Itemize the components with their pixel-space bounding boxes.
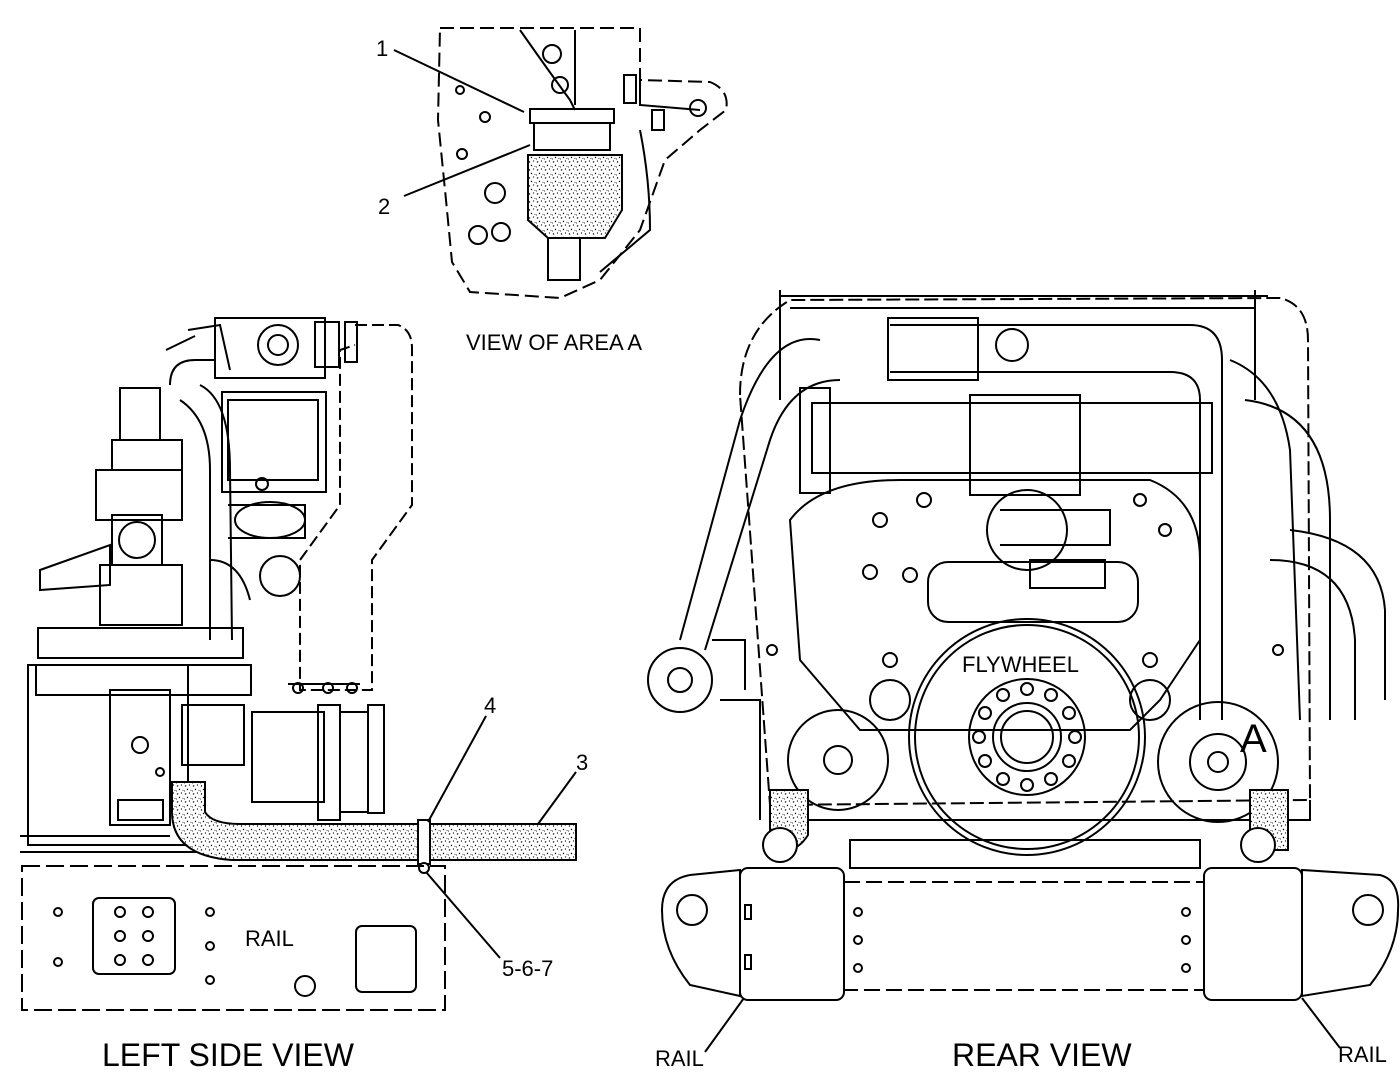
callout-3: 3 — [576, 750, 588, 775]
view-of-area-a-label: VIEW OF AREA A — [466, 330, 642, 355]
left-rail — [21, 865, 446, 1011]
rear-hose-end-right — [1240, 827, 1276, 863]
callout-1-leader — [393, 49, 525, 113]
left-exhaust-hose — [171, 781, 577, 861]
callout-1: 1 — [376, 36, 388, 61]
callout-567-leader — [425, 871, 501, 959]
clamp-bolt-left — [418, 862, 430, 874]
rail-label-left-side: RAIL — [245, 926, 294, 951]
callout-4: 4 — [484, 693, 496, 718]
callout-4-leader — [427, 715, 487, 823]
flywheel — [908, 618, 1146, 856]
rear-hose-end-left — [762, 827, 798, 863]
callout-3-leader — [537, 771, 577, 825]
rail-label-rear-right: RAIL — [1338, 1042, 1387, 1067]
detail-view-area-a — [436, 27, 728, 300]
rear-view-engine — [647, 290, 1386, 869]
rear-rail — [660, 867, 1400, 1001]
hose-clamp-left — [417, 819, 431, 865]
rail-leader-rear-left — [704, 997, 745, 1053]
callout-5-6-7: 5-6-7 — [502, 956, 553, 981]
rear-view-caption: REAR VIEW — [952, 1037, 1132, 1073]
area-a-seal-pad — [527, 154, 623, 239]
callout-2: 2 — [378, 194, 390, 219]
rail-label-rear-left: RAIL — [655, 1046, 704, 1071]
rail-leader-rear-right — [1301, 997, 1341, 1049]
callout-2-leader — [403, 144, 531, 197]
area-a-marker: A — [1240, 717, 1267, 761]
left-side-view-caption: LEFT SIDE VIEW — [102, 1037, 355, 1073]
flywheel-bolt-ring — [972, 682, 1082, 792]
flywheel-label: FLYWHEEL — [962, 652, 1079, 677]
left-side-view-engine — [20, 317, 420, 853]
